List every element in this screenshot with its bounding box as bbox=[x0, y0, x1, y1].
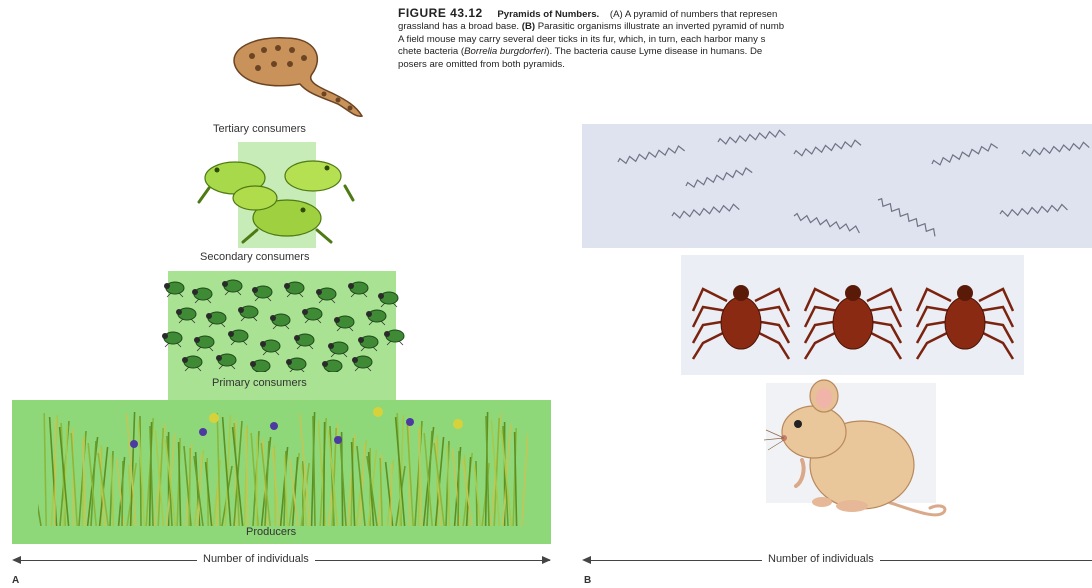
insect-mark bbox=[194, 336, 214, 351]
axis-a-right-arrow bbox=[542, 556, 551, 564]
caption-line1-tail: (A) A pyramid of numbers that represen bbox=[610, 9, 777, 20]
caption-line2-b: Parasitic organisms illustrate an invert… bbox=[538, 21, 784, 32]
bacterium-mark bbox=[718, 130, 786, 145]
tick-icon bbox=[681, 255, 1024, 375]
caption-species: Borrelia burgdorferi bbox=[464, 46, 546, 57]
insect-mark bbox=[384, 330, 404, 345]
caption-line5: posers are omitted from both pyramids. bbox=[398, 59, 1088, 71]
insect-mark bbox=[192, 288, 212, 303]
insect-mark bbox=[352, 356, 372, 371]
panel-a-letter: A bbox=[12, 575, 19, 586]
tick-mark bbox=[805, 285, 901, 359]
insect-mark bbox=[222, 280, 242, 295]
caption-line2-a: grassland has a broad base. bbox=[398, 21, 519, 32]
insect-mark bbox=[260, 340, 280, 355]
figure-caption: FIGURE 43.12 Pyramids of Numbers. (A) A … bbox=[398, 7, 1088, 71]
bacterium-mark bbox=[1022, 142, 1090, 157]
insect-mark bbox=[366, 310, 386, 325]
insect-mark bbox=[162, 332, 182, 347]
insect-mark bbox=[302, 308, 322, 323]
insect-mark bbox=[216, 354, 236, 369]
bacterium-mark bbox=[793, 139, 861, 157]
figure-title: Pyramids of Numbers. bbox=[497, 9, 599, 20]
insect-mark bbox=[328, 342, 348, 357]
frog-icon bbox=[195, 148, 355, 246]
tier-label-primary: Primary consumers bbox=[212, 377, 307, 389]
axis-b-left-arrow bbox=[582, 556, 591, 564]
insect-mark bbox=[270, 314, 290, 329]
panel-b-letter: B bbox=[584, 575, 591, 586]
insect-mark bbox=[358, 336, 378, 351]
insect-mark bbox=[228, 330, 248, 345]
insect-mark bbox=[378, 292, 398, 307]
insect-mark bbox=[334, 316, 354, 331]
insect-mark bbox=[252, 286, 272, 301]
snake-icon bbox=[216, 28, 372, 122]
grass-icon bbox=[38, 404, 528, 526]
tier-label-tertiary: Tertiary consumers bbox=[213, 123, 306, 135]
bacteria-icon bbox=[582, 124, 1092, 248]
tick-mark bbox=[693, 285, 789, 359]
axis-a-left-arrow bbox=[12, 556, 21, 564]
caption-b-marker: (B) bbox=[522, 21, 535, 32]
insect-mark bbox=[250, 360, 270, 372]
insect-mark bbox=[238, 306, 258, 321]
bacterium-mark bbox=[1000, 204, 1068, 217]
bacterium-mark bbox=[617, 145, 684, 165]
bacterium-mark bbox=[672, 204, 740, 219]
caption-line4-a: chete bacteria ( bbox=[398, 46, 464, 57]
bacterium-mark bbox=[931, 143, 998, 167]
axis-b-label: Number of individuals bbox=[762, 553, 880, 565]
insect-mark bbox=[316, 288, 336, 303]
insect-mark bbox=[284, 282, 304, 297]
tick-mark bbox=[917, 285, 1013, 359]
insect-mark bbox=[348, 282, 368, 297]
insect-icon bbox=[155, 276, 410, 372]
bacterium-mark bbox=[685, 167, 752, 189]
insect-mark bbox=[286, 358, 306, 372]
bacterium-mark bbox=[793, 213, 860, 233]
insect-mark bbox=[182, 356, 202, 371]
bacterium-mark bbox=[877, 197, 938, 236]
insect-mark bbox=[164, 282, 184, 297]
mouse-icon bbox=[762, 370, 952, 530]
figure-number: FIGURE 43.12 bbox=[398, 7, 483, 20]
tier-label-producers: Producers bbox=[246, 526, 296, 538]
axis-a-label: Number of individuals bbox=[197, 553, 315, 565]
insect-mark bbox=[294, 334, 314, 349]
insect-mark bbox=[206, 312, 226, 327]
tier-label-secondary: Secondary consumers bbox=[200, 251, 309, 263]
caption-line3: A field mouse may carry several deer tic… bbox=[398, 34, 1088, 46]
insect-mark bbox=[176, 308, 196, 323]
caption-line4-b: ). The bacteria cause Lyme disease in hu… bbox=[546, 46, 762, 57]
insect-mark bbox=[322, 360, 342, 372]
